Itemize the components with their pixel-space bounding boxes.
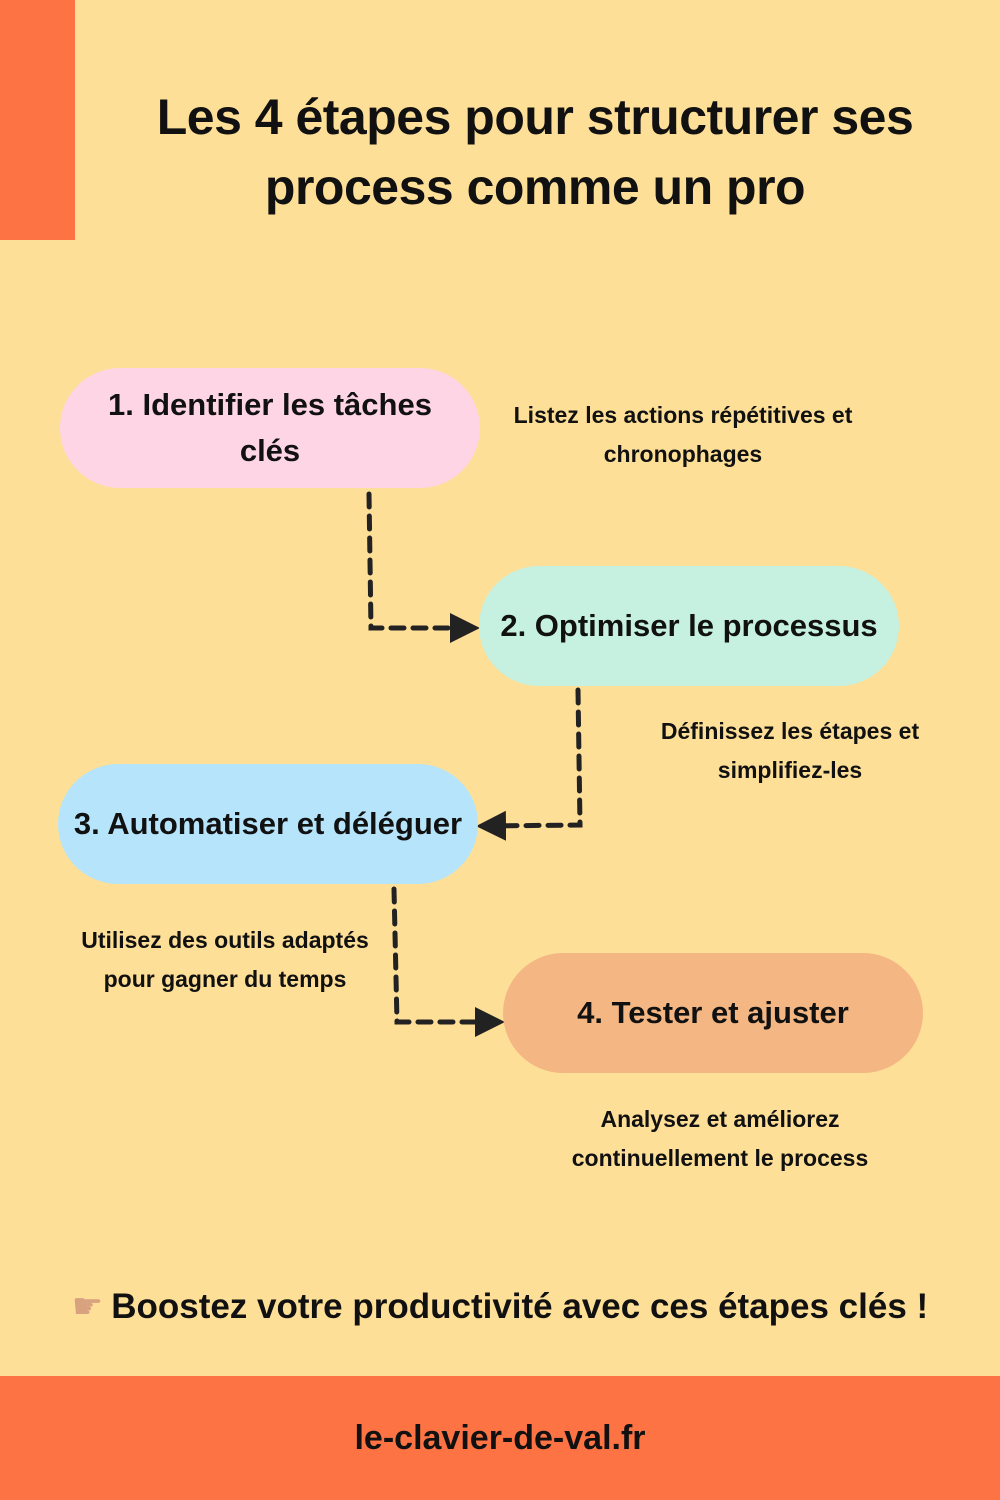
step-2-label: 2. Optimiser le processus: [500, 608, 878, 643]
step-1-label: 1. Identifier les tâches clés: [108, 387, 432, 468]
corner-accent-bar: [0, 0, 75, 240]
step-4-description: Analysez et améliorez continuellement le…: [571, 1106, 869, 1171]
step-1-pill: 1. Identifier les tâches clés: [60, 368, 480, 488]
step-1-description: Listez les actions répétitives et chrono…: [513, 402, 853, 467]
step-4-label: 4. Tester et ajuster: [577, 995, 849, 1030]
page-title: Les 4 étapes pour structurer ses process…: [156, 89, 914, 215]
step-3-label: 3. Automatiser et déléguer: [73, 806, 463, 841]
arrow-step3-to-step4: [391, 886, 505, 1037]
step-2-pill: 2. Optimiser le processus: [479, 566, 899, 686]
site-link[interactable]: le-clavier-de-val.fr: [354, 1418, 646, 1457]
tagline-text: Boostez votre productivité avec ces étap…: [111, 1287, 929, 1326]
step-2-description: Définissez les étapes et simplifiez-les: [660, 718, 920, 783]
step-3-description: Utilisez des outils adaptés pour gagner …: [81, 927, 369, 992]
pointing-hand-icon: ☛: [71, 1287, 104, 1326]
arrow-step1-to-step2: [366, 491, 480, 643]
footer-bar: le-clavier-de-val.fr: [0, 1376, 1000, 1500]
step-4-pill: 4. Tester et ajuster: [503, 953, 923, 1073]
step-3-pill: 3. Automatiser et déléguer: [58, 764, 478, 884]
tagline: ☛Boostez votre productivité avec ces éta…: [0, 1287, 1000, 1327]
arrow-step2-to-step3: [476, 687, 583, 841]
